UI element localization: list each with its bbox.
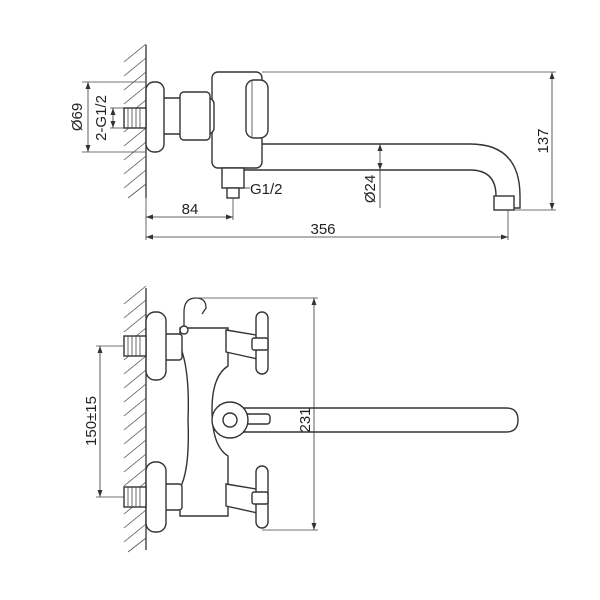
top-rosette [145, 81, 165, 153]
front-shower-hook [183, 297, 207, 330]
front-upper-wall-pipe [123, 335, 147, 357]
top-handle [245, 79, 269, 139]
front-upper-handle-cap [251, 337, 269, 351]
front-diverter-knob-inner [222, 412, 238, 428]
front-lower-rosette [145, 461, 167, 533]
label-spacing-150: 150±15 [83, 396, 100, 446]
front-spout [239, 407, 519, 433]
label-offset-84: 84 [182, 201, 199, 218]
front-upper-rosette [145, 311, 167, 381]
top-outlet-nut [221, 167, 245, 189]
top-spout-tip [493, 195, 515, 211]
label-thread-2g12: 2-G1/2 [93, 95, 110, 141]
label-diameter-69: Ø69 [69, 103, 86, 131]
top-outlet-thread [226, 187, 240, 199]
front-lower-pipe-threads [127, 487, 141, 507]
front-body [179, 327, 229, 517]
front-upper-pipe-threads [127, 336, 141, 356]
front-view: 150±15 231 [83, 285, 519, 553]
label-outlet-thread: G1/2 [250, 181, 283, 198]
top-view: Ø69 2-G1/2 137 Ø24 G1/2 84 356 [69, 43, 556, 240]
front-lower-handle-cap [251, 491, 269, 505]
top-wall-pipe [123, 107, 147, 129]
label-height-231: 231 [297, 407, 314, 432]
label-spout-24: Ø24 [362, 175, 379, 203]
label-length-356: 356 [310, 221, 335, 238]
top-connector-nut [179, 91, 211, 141]
top-spout [243, 143, 521, 209]
front-wall-hatching [123, 285, 147, 553]
front-lower-wall-pipe [123, 486, 147, 508]
label-height-137: 137 [535, 128, 552, 153]
front-shower-hook-tip [179, 325, 189, 335]
top-wall-pipe-threads [127, 108, 141, 128]
